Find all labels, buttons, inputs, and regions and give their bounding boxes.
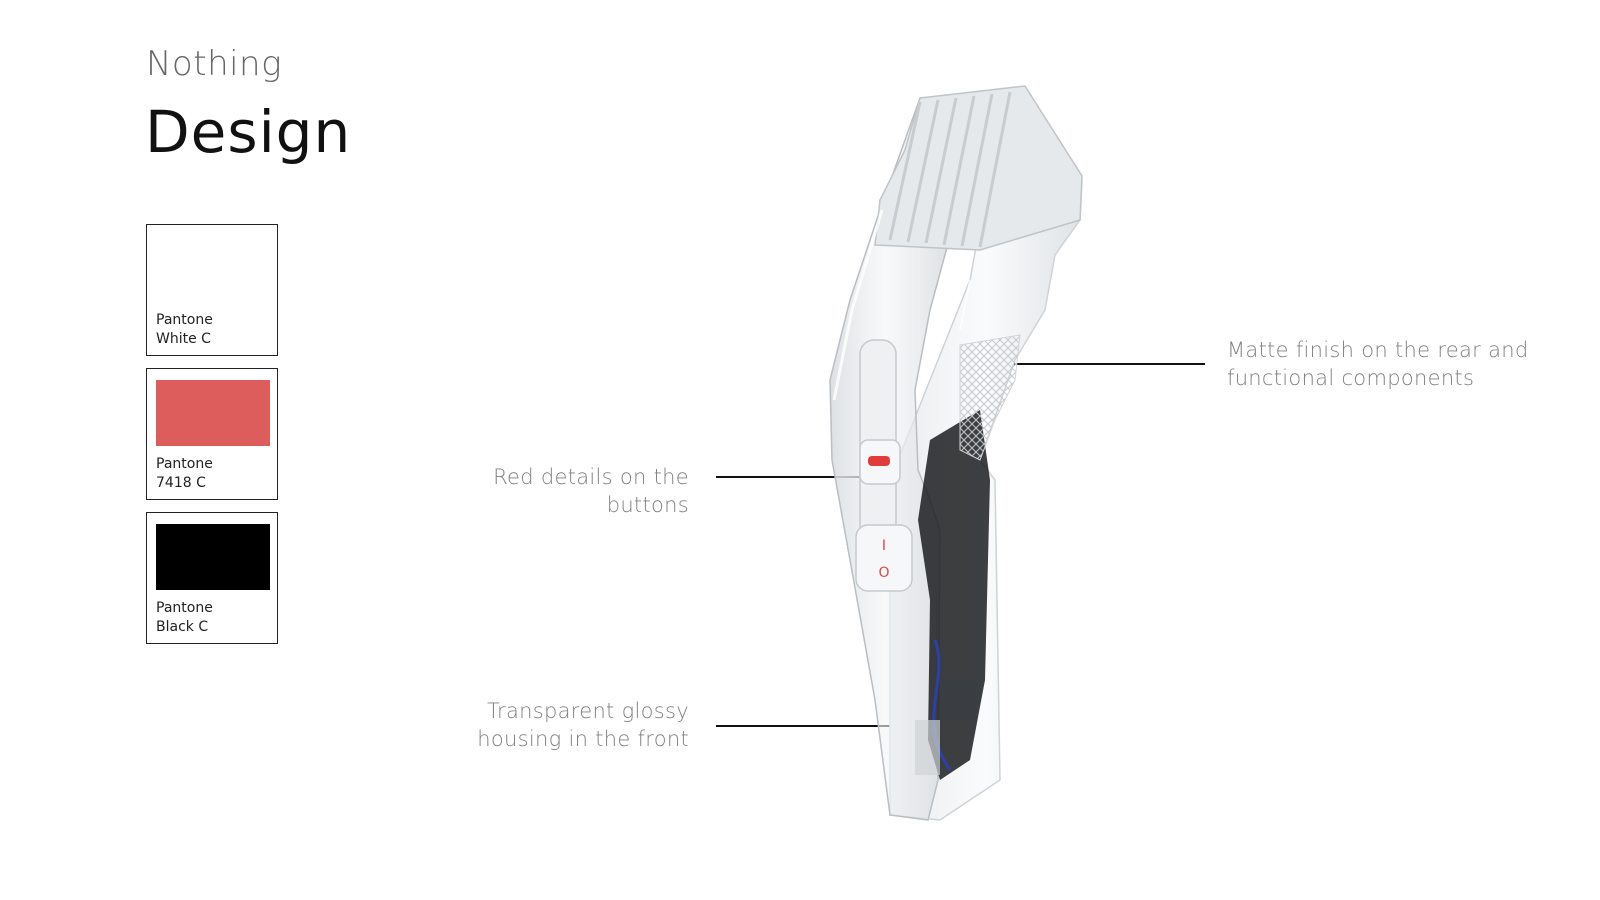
swatch-label: Pantone Black C — [156, 600, 213, 635]
swatch-red: Pantone 7418 C — [146, 368, 278, 500]
edge-highlight — [832, 209, 884, 401]
swatch-label: Pantone White C — [156, 312, 213, 347]
swatch-chip-white — [156, 236, 270, 302]
red-indicator — [868, 456, 890, 466]
hair-clipper-illustration: I O — [829, 85, 1083, 821]
callout-line-transparent — [716, 725, 921, 727]
swatch-white: Pantone White C — [146, 224, 278, 356]
callout-red-details: Red details on the buttons — [493, 465, 689, 517]
callout-line-red — [716, 476, 896, 478]
swatch-chip-black — [156, 524, 270, 590]
callout-matte-finish: Matte finish on the rear and functional … — [1227, 338, 1529, 390]
swatch-chip-red — [156, 380, 270, 446]
edge-highlight — [959, 279, 971, 331]
callout-line-matte — [1000, 363, 1205, 365]
brand-name: Nothing — [146, 44, 283, 84]
power-off-mark: O — [878, 565, 889, 581]
page-title: Design — [145, 98, 352, 166]
comb-teeth — [888, 91, 1012, 248]
swatch-black: Pantone Black C — [146, 512, 278, 644]
internal-part — [945, 680, 975, 720]
internal-wire — [932, 639, 952, 771]
callout-transparent-housing: Transparent glossy housing in the front — [477, 699, 689, 751]
power-on-mark: I — [882, 538, 886, 554]
internal-part — [915, 720, 940, 775]
grip-texture — [959, 334, 1021, 461]
power-switch — [855, 524, 913, 592]
swatch-label: Pantone 7418 C — [156, 456, 213, 491]
